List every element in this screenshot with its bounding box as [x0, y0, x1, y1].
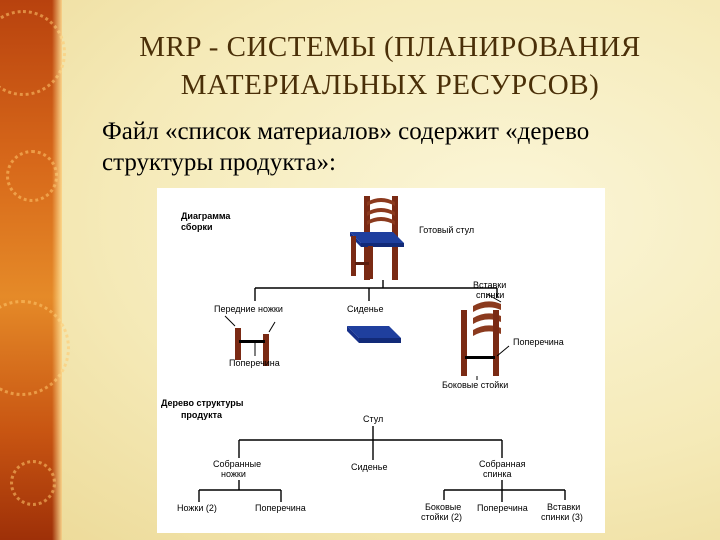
back-inserts-label: спинки: [476, 290, 504, 300]
tree-back-crossbar-label: Поперечина: [477, 503, 528, 513]
finished-chair-icon: [350, 196, 404, 280]
tree-legs-label: Ножки (2): [177, 503, 217, 513]
tree-assembled-legs-label: Собранные: [213, 459, 261, 469]
back-crossbar-label: Поперечина: [513, 337, 564, 347]
tree-inserts-label: Вставки: [547, 502, 580, 512]
gear-decoration-icon: [0, 10, 66, 96]
slide-title-line: MRP - СИСТЕМЫ (ПЛАНИРОВАНИЯ: [139, 31, 641, 63]
tree-side-posts-label: Боковые: [425, 502, 461, 512]
slide-body-text: Файл «список материалов» содержит «дерев…: [102, 116, 702, 178]
tree-side-posts-label: стойки (2): [421, 512, 462, 522]
side-posts-icon: [461, 310, 499, 376]
slide-title: MRP - СИСТЕМЫ (ПЛАНИРОВАНИЯ МАТЕРИАЛЬНЫХ…: [80, 28, 700, 104]
seat-part-icon: [347, 326, 401, 343]
seat-part-label: Сиденье: [347, 304, 383, 314]
tree-root-label: Стул: [363, 414, 383, 424]
gear-decoration-icon: [6, 150, 58, 202]
side-posts-label: Боковые стойки: [442, 380, 508, 390]
front-crossbar-label: Поперечина: [229, 358, 280, 368]
back-inserts-label: Вставки: [473, 280, 506, 290]
slide-title-line: МАТЕРИАЛЬНЫХ РЕСУРСОВ): [180, 69, 600, 101]
assembly-heading: сборки: [181, 222, 212, 232]
decorative-side-strip: [0, 0, 70, 540]
tree-assembled-back-label: Собранная: [479, 459, 526, 469]
assembly-heading: Диаграмма: [181, 211, 231, 221]
body-text-line: Файл «список материалов» содержит «дерев…: [102, 118, 590, 145]
tree-assembled-back-label: спинка: [483, 469, 512, 479]
product-structure-diagram: Диаграмма сборки Готовый стул Передние н…: [161, 196, 583, 522]
tree-legs-crossbar-label: Поперечина: [255, 503, 306, 513]
gear-decoration-icon: [10, 460, 56, 506]
front-legs-label: Передние ножки: [214, 304, 283, 314]
tree-assembled-legs-label: ножки: [221, 469, 246, 479]
tree-heading: Дерево структуры: [161, 398, 244, 408]
finished-chair-label: Готовый стул: [419, 225, 474, 235]
gear-decoration-icon: [0, 300, 70, 396]
tree-seat-label: Сиденье: [351, 462, 387, 472]
body-text-line: структуры продукта»:: [102, 149, 336, 176]
diagram-panel: Диаграмма сборки Готовый стул Передние н…: [157, 188, 605, 533]
front-legs-icon: [224, 315, 276, 366]
tree-heading: продукта: [181, 410, 223, 420]
tree-inserts-label: спинки (3): [541, 512, 583, 522]
